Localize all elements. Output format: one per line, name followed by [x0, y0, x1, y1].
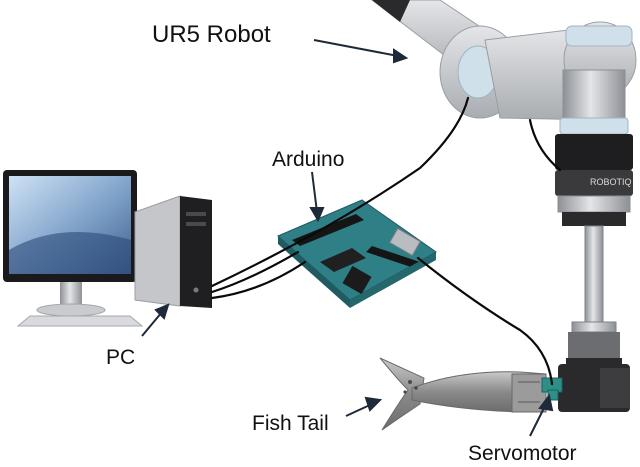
servomotor-label: Servomotor: [468, 442, 577, 465]
pc-tower: [134, 195, 212, 308]
cable-robot-wrist: [528, 118, 562, 172]
cable-arduino-servo: [416, 256, 554, 386]
cable-pc-arduino-a: [210, 250, 300, 294]
cable-pc-robot: [210, 96, 470, 288]
gripper-brand-label: ROBOTIQ: [590, 177, 632, 187]
arrow-pc: [141, 311, 163, 337]
arrow-arduino-head: [309, 207, 325, 223]
arrow-servomotor-head: [538, 393, 554, 412]
ur5-robot: [371, 0, 637, 366]
arduino-label: Arduino: [272, 148, 344, 171]
arrow-robot-head: [393, 48, 409, 64]
servomotor: [541, 364, 630, 412]
cables: [210, 96, 562, 386]
pc-monitor: [3, 170, 144, 327]
annotation-arrows: [141, 39, 554, 437]
cable-pc-arduino-b: [210, 260, 307, 300]
pc-label: PC: [106, 346, 135, 369]
fish-tail-label: Fish Tail: [252, 412, 329, 435]
arrow-robot: [313, 39, 399, 57]
arduino-board: [277, 199, 437, 308]
arrow-arduino: [311, 171, 318, 213]
arrow-fish-tail-head: [364, 396, 383, 412]
arrow-pc-head: [154, 303, 170, 320]
robot-label: UR5 Robot: [152, 21, 271, 48]
fish-tail: [379, 357, 547, 431]
